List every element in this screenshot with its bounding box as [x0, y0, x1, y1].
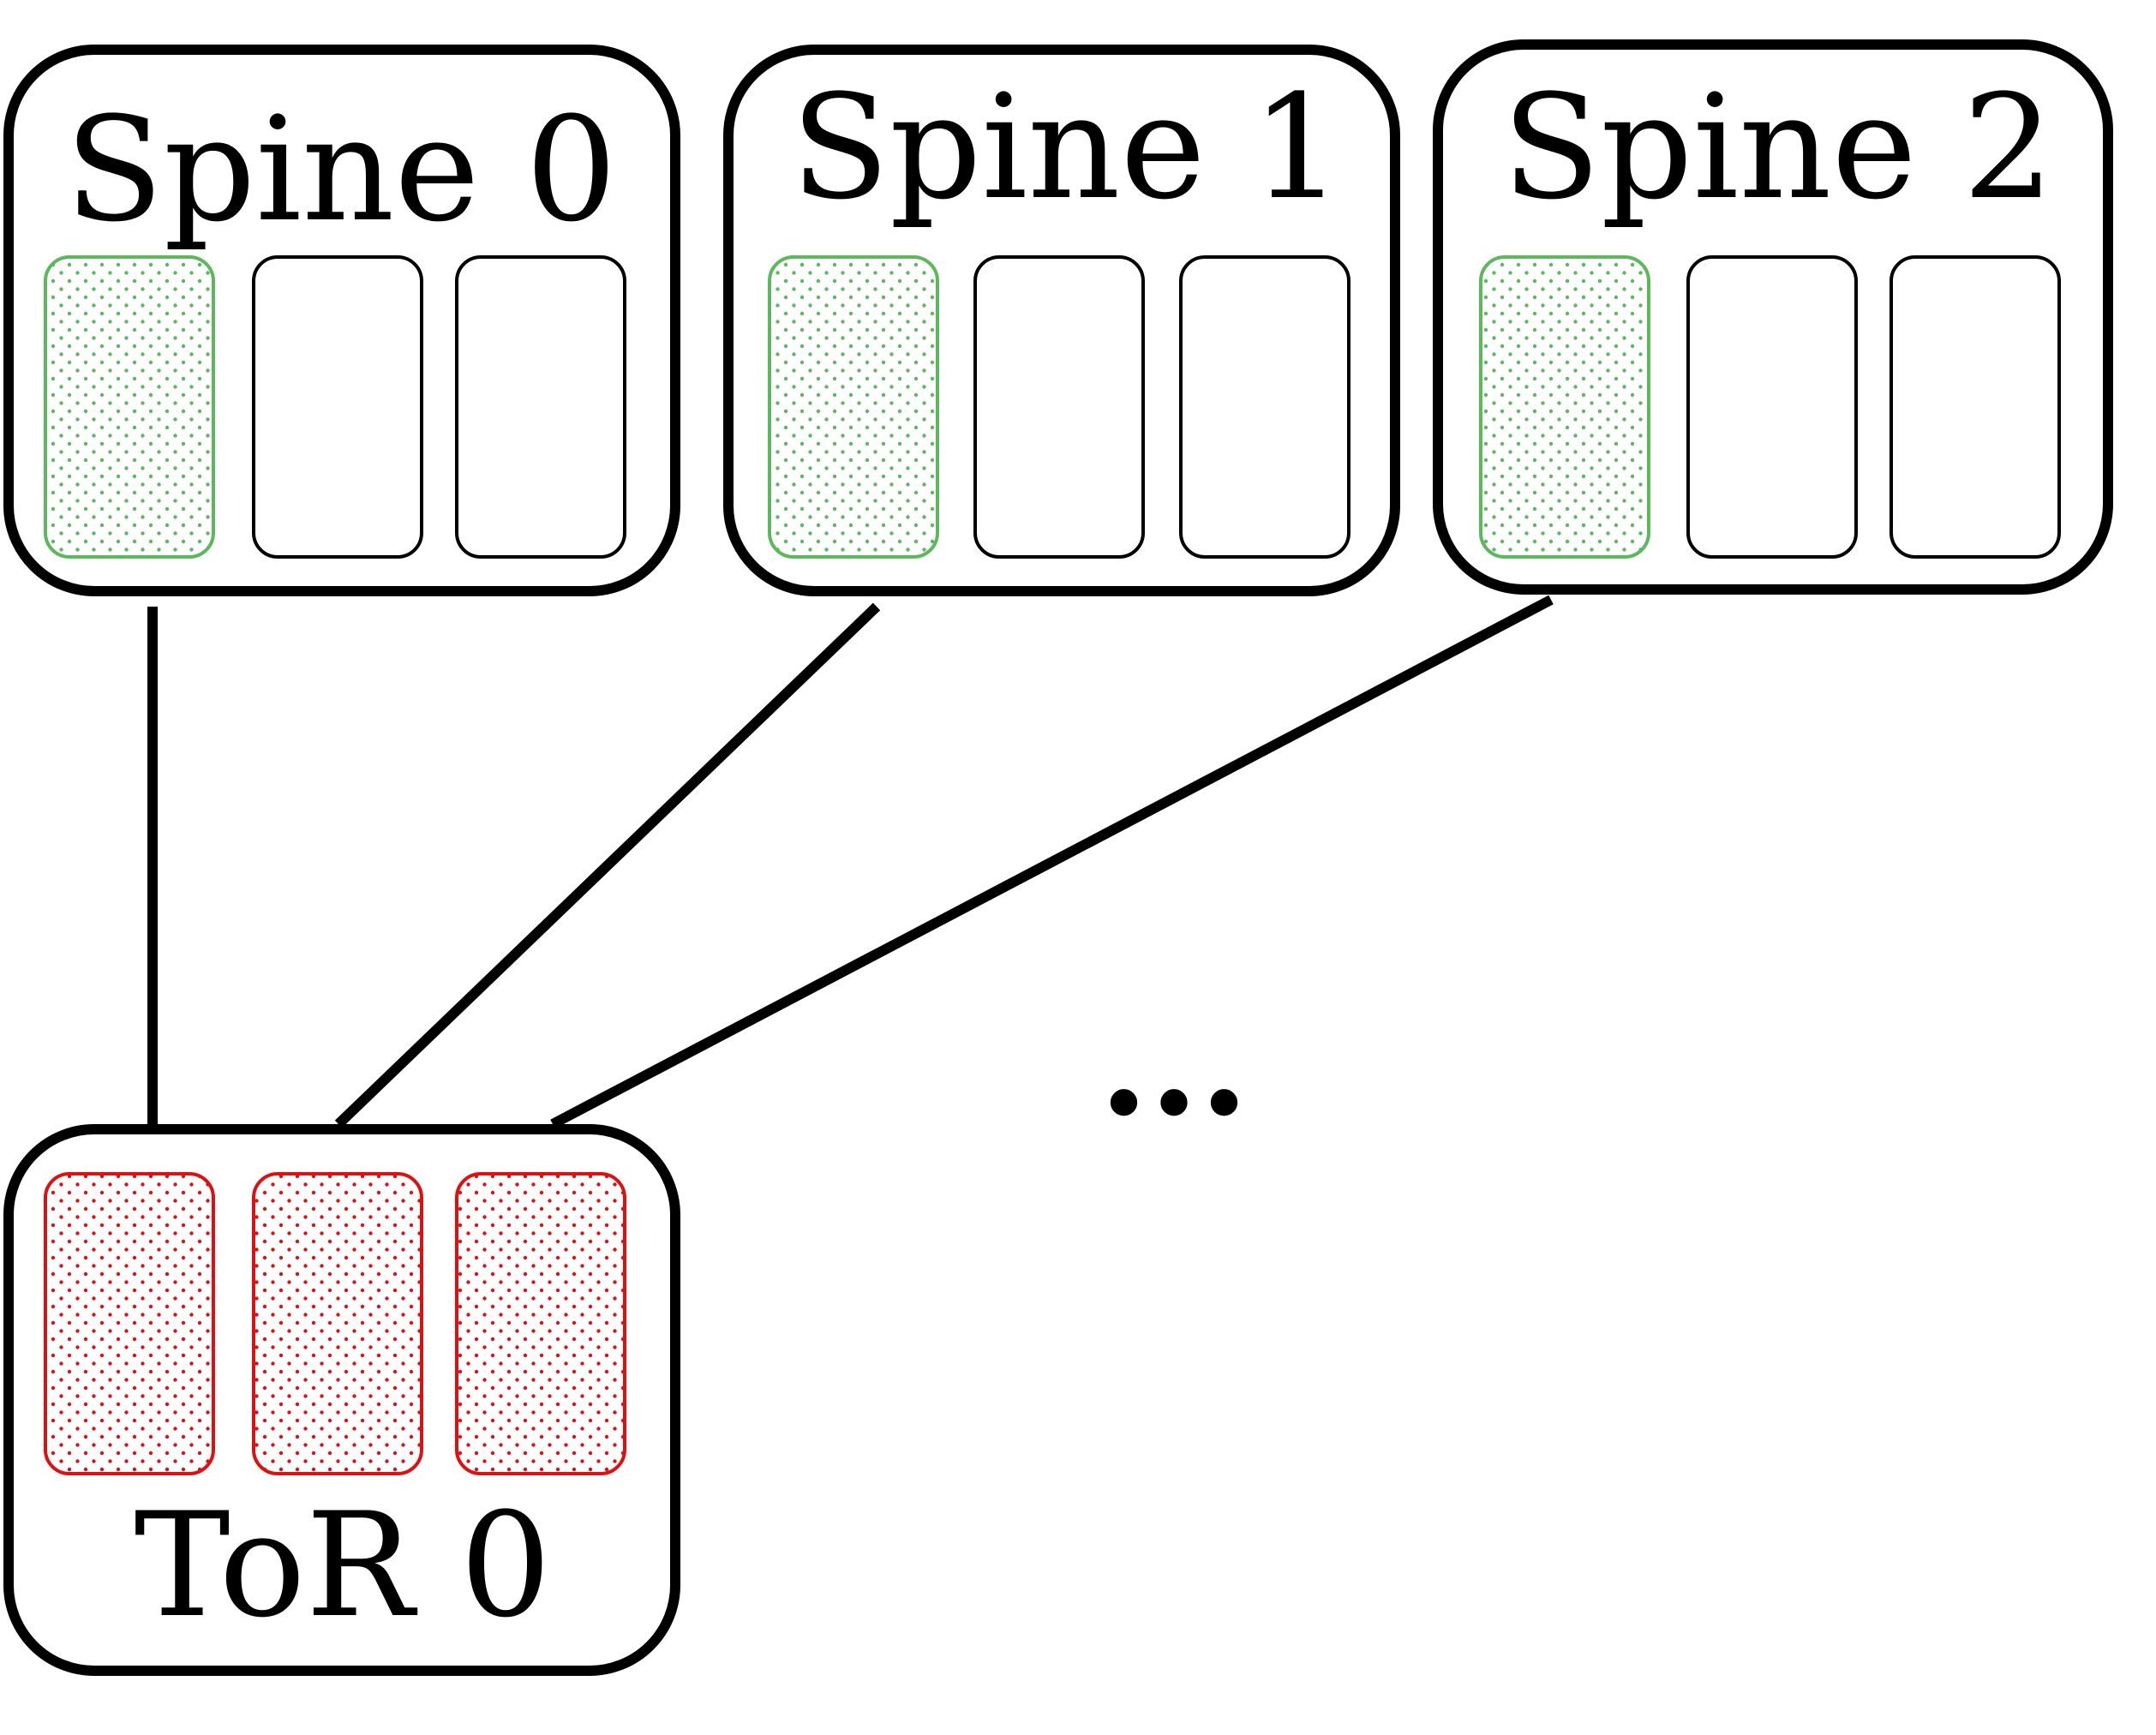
link-spine-2-tor-0 — [550, 595, 1554, 1129]
tor-0: ToR 0 — [3, 1124, 680, 1676]
tor-0-port-2 — [252, 1172, 423, 1475]
tor-0-label: ToR 0 — [135, 1481, 552, 1649]
spine-0: Spine 0 — [3, 45, 680, 596]
spine-1-port-2 — [973, 255, 1145, 559]
spine-2-port-1 — [1479, 255, 1650, 559]
spine-2-port-2 — [1686, 255, 1858, 559]
spine-0-port-2 — [252, 255, 423, 559]
tor-0-port-3 — [455, 1172, 626, 1475]
spine-0-port-3 — [455, 255, 626, 559]
links — [147, 595, 1554, 1129]
spine-1-port-1 — [768, 255, 939, 559]
spine-1-label: Spine 1 — [791, 63, 1343, 231]
spine-2-label: Spine 2 — [1502, 63, 2054, 231]
spine-1: Spine 1 — [723, 45, 1400, 596]
link-spine-1-tor-0 — [334, 602, 881, 1128]
spine-2-port-3 — [1889, 255, 2061, 559]
spine-0-port-1 — [44, 255, 215, 559]
more-tors-ellipsis: ... — [1099, 978, 1249, 1148]
tor-0-port-1 — [44, 1172, 215, 1475]
spine-0-label: Spine 0 — [65, 86, 617, 254]
spine-1-port-3 — [1179, 255, 1350, 559]
spine-2: Spine 2 — [1433, 39, 2113, 595]
